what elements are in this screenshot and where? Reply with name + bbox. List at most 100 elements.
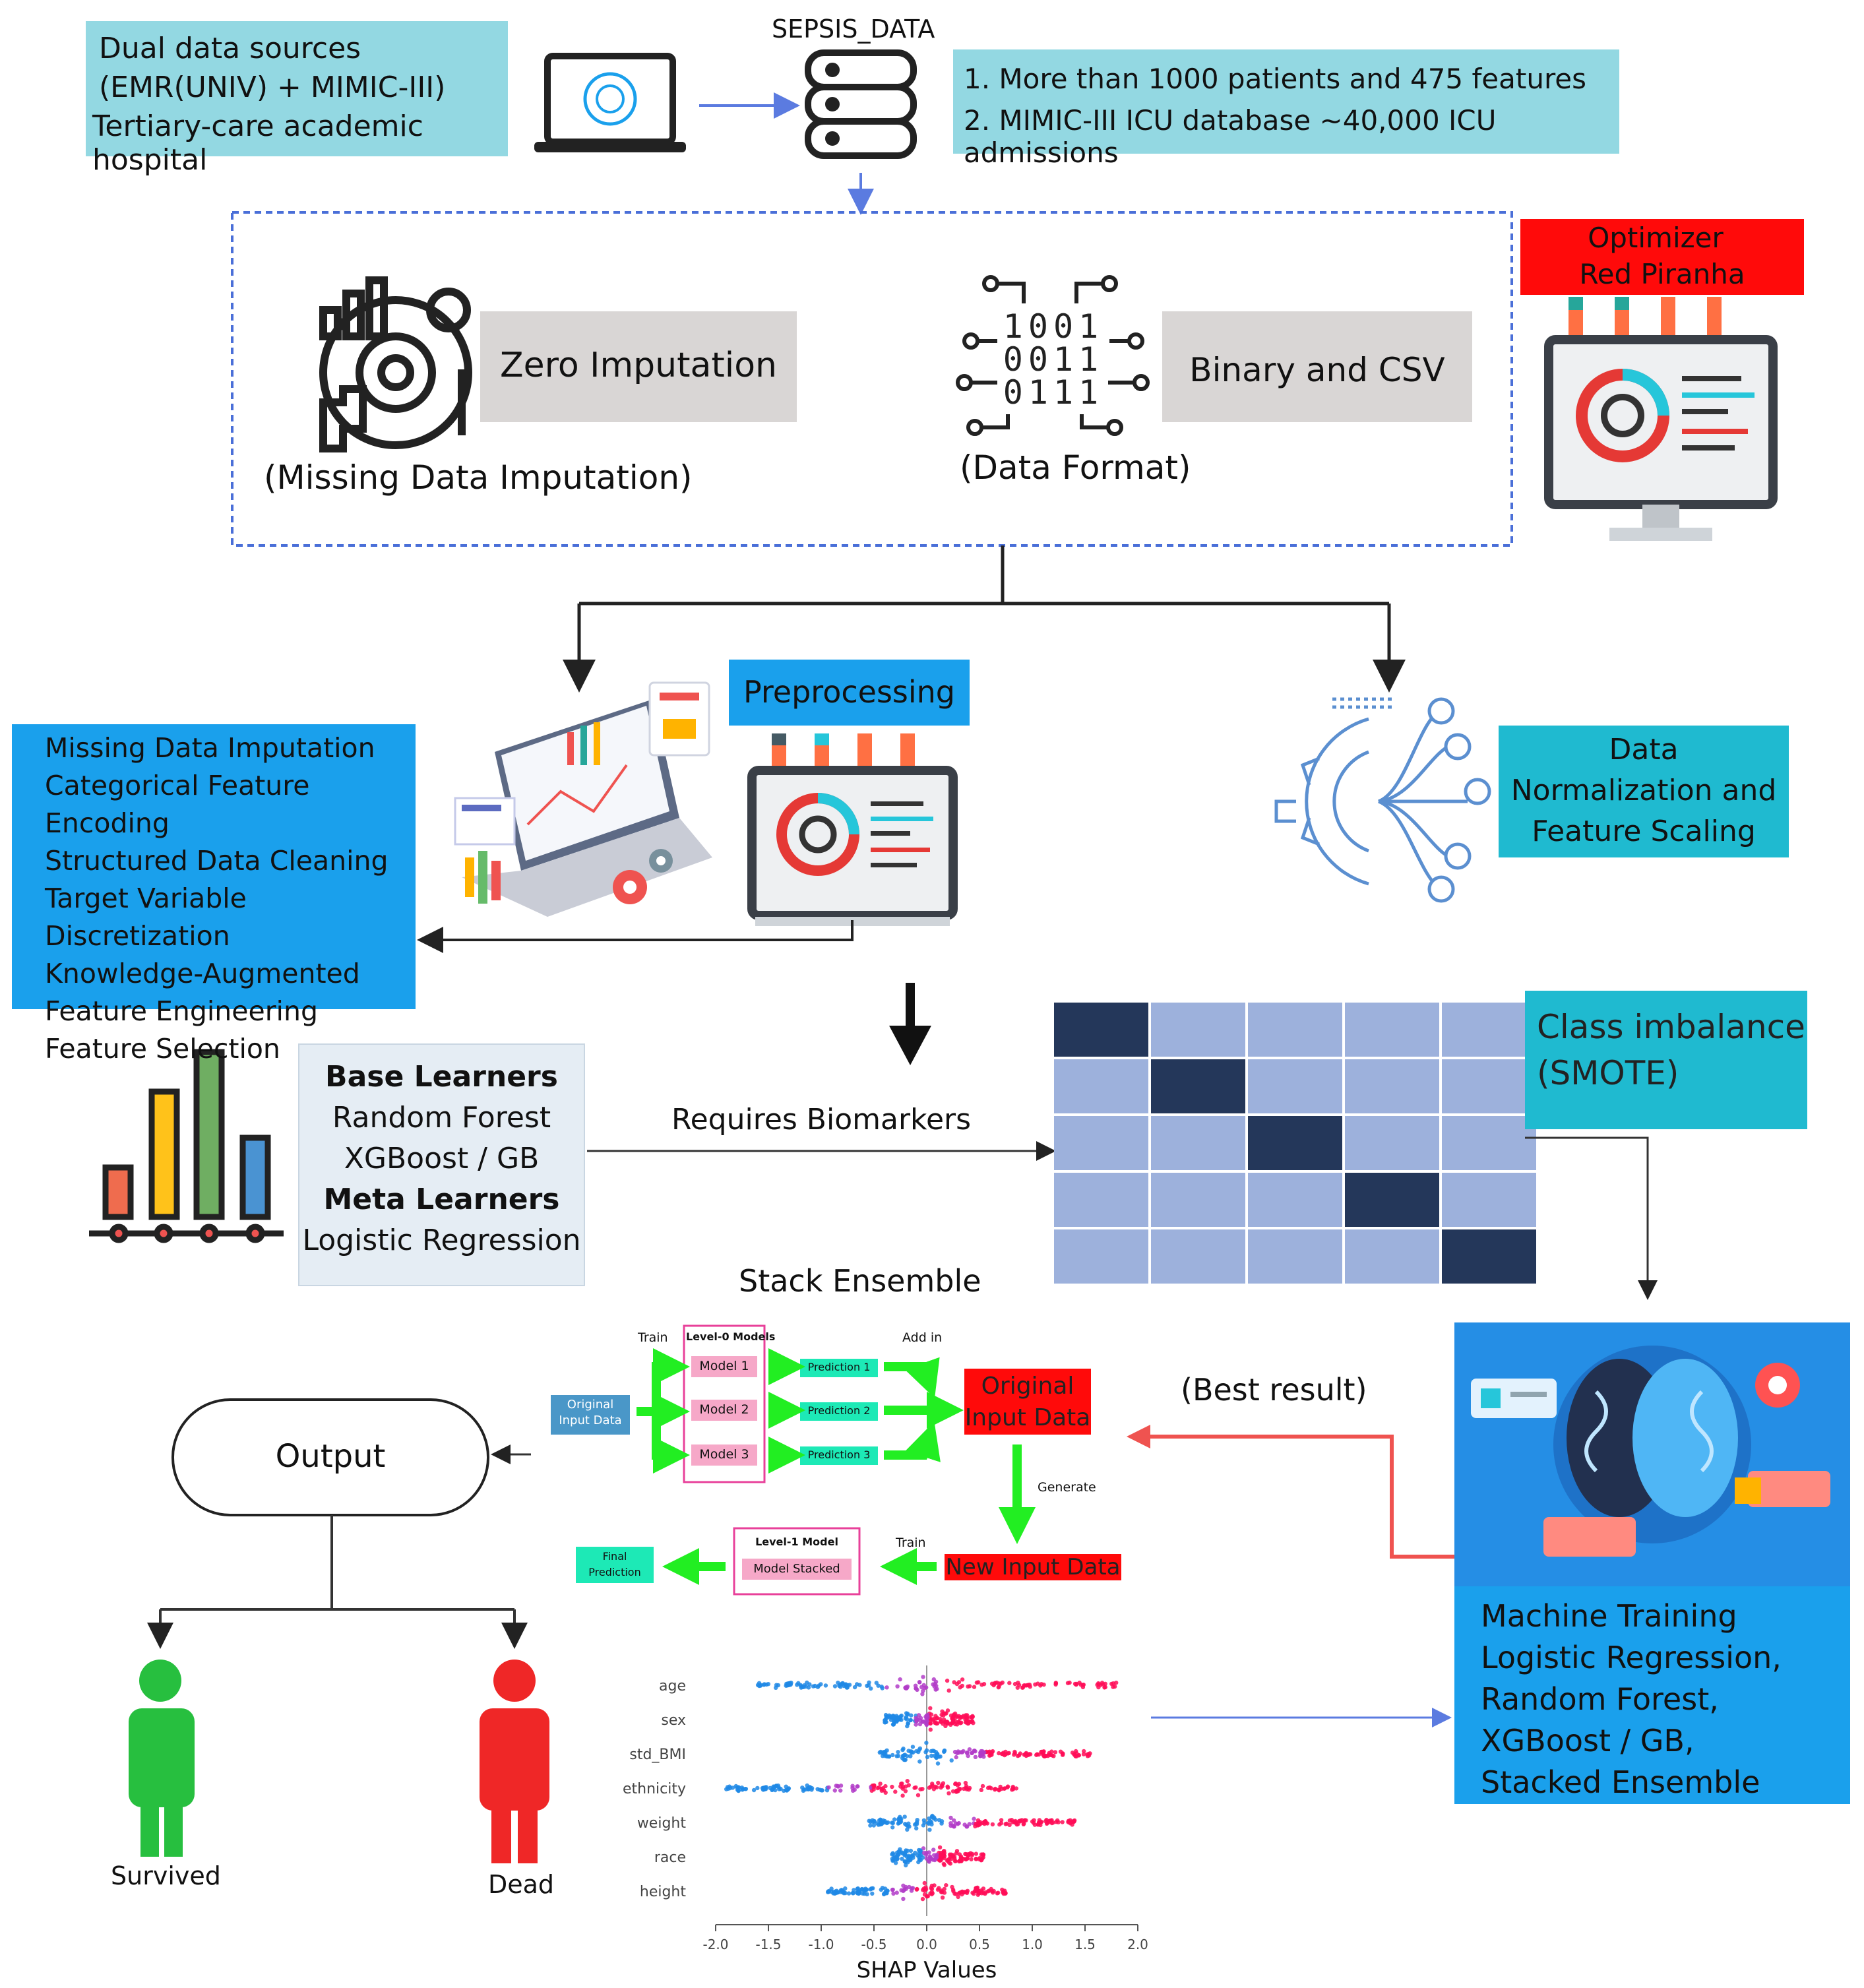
matrix-cell xyxy=(1151,1229,1245,1284)
shap-point xyxy=(942,1718,947,1722)
shap-point xyxy=(890,1753,895,1758)
matrix-cell xyxy=(1054,1059,1148,1113)
shap-point xyxy=(936,1780,941,1786)
shap-point xyxy=(894,1857,900,1861)
shap-point xyxy=(954,1681,960,1687)
shap-point xyxy=(898,1677,902,1682)
shap-point xyxy=(1041,1751,1046,1755)
shap-point xyxy=(973,1749,978,1754)
model-stacked-node xyxy=(742,1559,852,1580)
shap-point xyxy=(978,1754,983,1758)
model-2-label: Model 2 xyxy=(699,1402,749,1417)
base-learners-title: Base Learners xyxy=(325,1060,558,1094)
matrix-cell xyxy=(1442,1229,1536,1284)
shap-point xyxy=(908,1754,913,1758)
shap-feature-label: height xyxy=(640,1884,686,1900)
dead-label: Dead xyxy=(488,1870,555,1899)
shap-point xyxy=(933,1857,937,1863)
shap-feature-label: sex xyxy=(661,1712,686,1729)
shap-point xyxy=(961,1749,966,1754)
shap-point xyxy=(950,1718,956,1722)
shap-point xyxy=(789,1681,793,1685)
shap-point xyxy=(904,1886,909,1891)
matrix-cell xyxy=(1345,1173,1439,1227)
shap-point xyxy=(862,1891,867,1896)
shap-point xyxy=(901,1896,906,1902)
shap-point xyxy=(956,1714,962,1718)
normalization-gear-icon xyxy=(1274,697,1491,903)
shap-point xyxy=(914,1749,919,1754)
class-imbalance-matrix xyxy=(1054,1003,1536,1284)
shap-point xyxy=(1000,1680,1005,1685)
shap-point xyxy=(979,1787,984,1792)
shap-point xyxy=(832,1684,838,1689)
shap-point xyxy=(900,1793,905,1798)
binary-row-1: 1001 xyxy=(1003,307,1103,346)
prediction-3-node xyxy=(800,1446,878,1465)
shap-point xyxy=(916,1848,921,1853)
shap-point xyxy=(877,1785,881,1790)
shap-point xyxy=(910,1750,916,1755)
shap-point xyxy=(778,1786,783,1791)
shap-point xyxy=(954,1849,960,1853)
shap-point xyxy=(964,1713,968,1718)
shap-point xyxy=(904,1711,909,1716)
matrix-cell xyxy=(1151,1116,1245,1170)
shap-point xyxy=(1053,1750,1058,1755)
output-label: Output xyxy=(275,1438,386,1475)
shap-point xyxy=(869,1686,873,1691)
shap-point xyxy=(883,1784,888,1789)
shap-point xyxy=(995,1680,999,1685)
original-input-data-node xyxy=(964,1369,1091,1435)
shap-point xyxy=(819,1682,823,1687)
shap-point xyxy=(922,1820,927,1825)
matrix-cell xyxy=(1248,1003,1342,1057)
split-connector xyxy=(563,545,1406,693)
shap-point xyxy=(899,1713,904,1718)
shap-point xyxy=(1022,1683,1027,1688)
shap-point xyxy=(896,1849,902,1854)
shap-point xyxy=(964,1720,968,1725)
shap-point xyxy=(819,1788,824,1793)
shap-point xyxy=(852,1787,857,1792)
shap-point xyxy=(1039,1820,1044,1824)
shap-point xyxy=(1041,1754,1046,1758)
shap-point xyxy=(996,1890,1001,1895)
sources-line-2: (EMR(UNIV) + MIMIC-III) xyxy=(99,71,446,104)
shap-point xyxy=(933,1679,939,1684)
original-input-line-1: Original xyxy=(981,1373,1074,1400)
matrix-cell xyxy=(1151,1173,1245,1227)
shap-feature-label: race xyxy=(654,1849,686,1866)
shap-point xyxy=(925,1894,929,1899)
shap-point xyxy=(981,1855,985,1860)
shap-point xyxy=(924,1713,929,1718)
shap-point xyxy=(942,1863,947,1867)
shap-point xyxy=(1024,1752,1029,1756)
shap-point xyxy=(942,1851,947,1855)
shap-point xyxy=(928,1721,933,1726)
shap-point xyxy=(890,1888,895,1892)
shap-point xyxy=(951,1889,956,1894)
training-line-1: Machine Training xyxy=(1481,1598,1737,1634)
shap-point xyxy=(931,1749,935,1753)
shap-point xyxy=(915,1886,919,1892)
shap-point xyxy=(895,1717,900,1722)
shap-point xyxy=(948,1722,953,1727)
shap-point xyxy=(975,1887,979,1892)
shap-point xyxy=(871,1823,877,1828)
shap-point xyxy=(990,1749,995,1754)
shap-point xyxy=(973,1755,978,1759)
prediction-2-label: Prediction 2 xyxy=(807,1404,871,1417)
shap-point xyxy=(980,1784,985,1789)
shap-point xyxy=(766,1682,771,1687)
shap-point xyxy=(924,1741,929,1745)
shap-point xyxy=(935,1721,940,1725)
shap-point xyxy=(1082,1749,1086,1754)
db-info-line-1: 1. More than 1000 patients and 475 featu… xyxy=(964,63,1587,95)
shap-point xyxy=(1016,1681,1020,1685)
new-input-data-node xyxy=(945,1554,1121,1580)
normalization-line-1: Data xyxy=(1609,733,1679,766)
shap-point xyxy=(990,1822,995,1827)
shap-point xyxy=(983,1890,988,1895)
shap-point xyxy=(776,1683,781,1688)
